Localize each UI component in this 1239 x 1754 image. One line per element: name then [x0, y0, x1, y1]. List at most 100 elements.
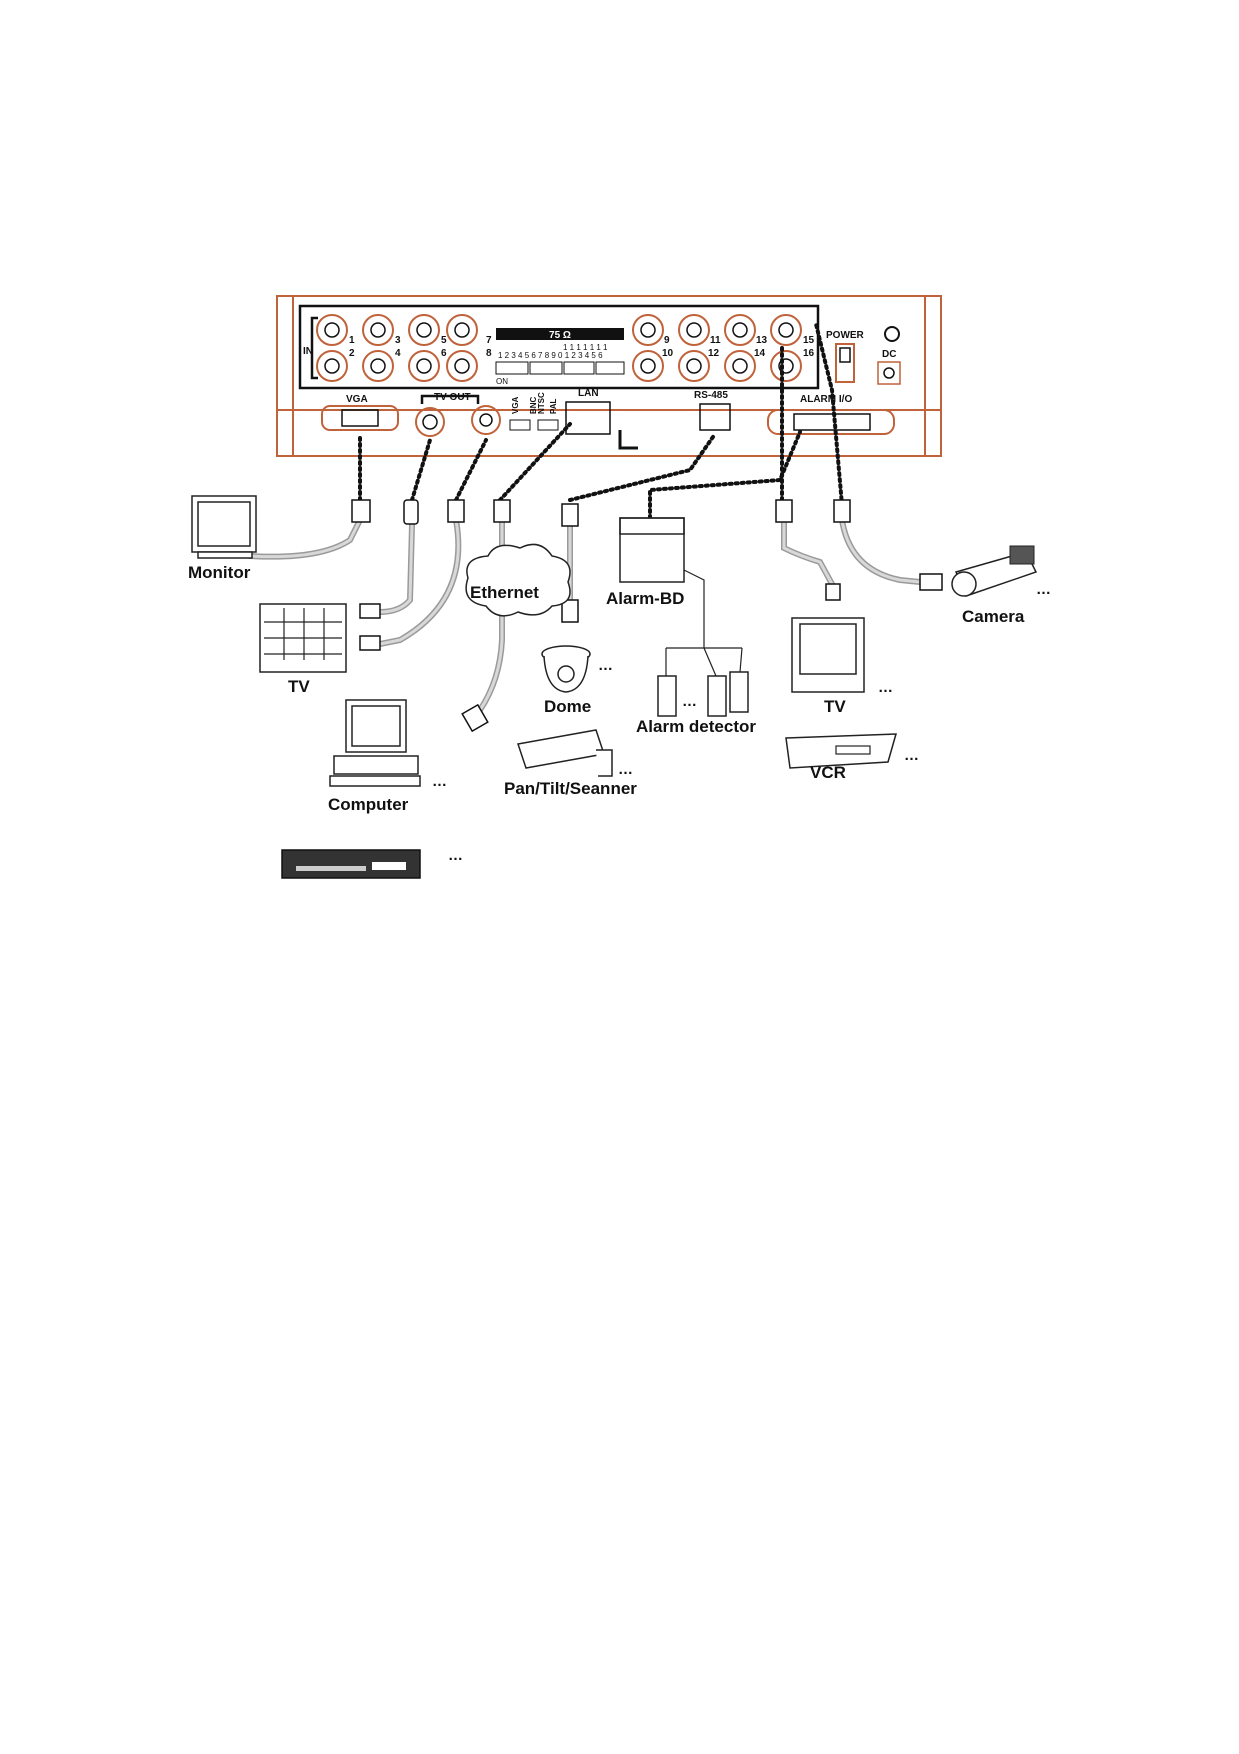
- dome-label: Dome: [544, 697, 591, 716]
- connection-lines: [358, 322, 844, 520]
- input-number-2: 2: [349, 348, 355, 359]
- bnc-plug: [447, 499, 465, 523]
- dc-jack-socket: [883, 367, 895, 379]
- input-number-10: 10: [662, 348, 674, 359]
- tv-left-device: TV: [259, 603, 347, 696]
- vga-bnc-switch[interactable]: [509, 419, 531, 431]
- alarm-detector-icon: [657, 675, 677, 717]
- power-label: POWER: [826, 330, 865, 341]
- panel-input-frame: [298, 304, 820, 390]
- bnc-out-port[interactable]: [471, 405, 501, 435]
- pan-tilt-label: Pan/Tilt/Seanner: [504, 779, 637, 798]
- bnc-input-5[interactable]: [408, 314, 440, 346]
- alarm-io-socket: [793, 413, 871, 431]
- bnc-inputs: [316, 314, 802, 382]
- connection-s-video: [410, 438, 432, 502]
- bnc-input-7[interactable]: [446, 314, 478, 346]
- dip-numbers-row1: 1 1 1 1 1 1 1: [563, 343, 608, 352]
- pan-tilt-device: … Pan/Tilt/Seanner: [504, 729, 637, 798]
- computer-icon: [345, 699, 407, 753]
- s-video-socket: [422, 414, 438, 430]
- impedance-bar: [496, 328, 624, 340]
- dip-switch-bank-2[interactable]: [529, 361, 563, 375]
- dip-switch-bank-1[interactable]: [495, 361, 529, 375]
- rj45-plug-computer: [461, 703, 489, 733]
- in-label: IN: [303, 346, 313, 357]
- input-number-11: 11: [710, 335, 721, 346]
- alarm-detector-ellipsis: …: [682, 693, 697, 710]
- bnc-input-2[interactable]: [316, 350, 348, 382]
- alarm-detector-device: … Alarm detector: [636, 671, 756, 736]
- bnc-input-3[interactable]: [362, 314, 394, 346]
- tv-out-label: TV OUT: [434, 392, 471, 403]
- input-number-16: 16: [803, 348, 815, 359]
- s-video-plug-tv: [359, 603, 381, 619]
- bnc-input-4[interactable]: [362, 350, 394, 382]
- bnc-input-14[interactable]: [724, 350, 756, 382]
- rj45-plug-lan: [493, 499, 511, 523]
- dome-device: … Dome: [541, 645, 613, 716]
- rs485-port[interactable]: [699, 403, 731, 431]
- alarm-bd-label: Alarm-BD: [606, 589, 684, 608]
- bnc-input-10[interactable]: [632, 350, 664, 382]
- ntsc-pal-switch[interactable]: [537, 419, 559, 431]
- connection-lan: [498, 422, 572, 502]
- bnc-plug-video-out: [775, 499, 793, 523]
- alarm-detector-label: Alarm detector: [636, 717, 756, 736]
- dip-numbers-row2: 1 2 3 4 5 6 7 8 9 0 1 2 3 4 5 6: [498, 351, 603, 360]
- bnc-input-8[interactable]: [446, 350, 478, 382]
- bnc-input-13[interactable]: [724, 314, 756, 346]
- input-number-12: 12: [708, 348, 720, 359]
- bnc-out-socket: [479, 413, 493, 427]
- connection-camera-in: [814, 322, 844, 507]
- dip-on-label: ON: [496, 377, 508, 386]
- dip-switch-bank-4[interactable]: [595, 361, 625, 375]
- tv-left-label: TV: [288, 677, 310, 696]
- input-number-7: 7: [486, 335, 492, 346]
- bnc-plug-camera: [833, 499, 851, 523]
- input-number-5: 5: [441, 335, 447, 346]
- ethernet-label: Ethernet: [470, 583, 539, 602]
- alarm-bd-device: Alarm-BD: [606, 517, 743, 677]
- bnc-input-6[interactable]: [408, 350, 440, 382]
- dc-jack[interactable]: [877, 361, 901, 385]
- dc-label: DC: [882, 349, 896, 360]
- vcr-device: … VCR: [785, 733, 919, 782]
- power-switch[interactable]: [835, 343, 855, 383]
- camera-device: … Camera: [951, 545, 1051, 626]
- alarm-board-icon: [619, 517, 685, 583]
- bnc-input-15[interactable]: [770, 314, 802, 346]
- alarm-io-port[interactable]: [767, 409, 895, 435]
- input-number-1: 1: [349, 335, 355, 346]
- cable-tv-svideo: [377, 522, 415, 615]
- tv-right-device: … TV: [791, 617, 893, 716]
- pan-tilt-ellipsis: …: [618, 761, 633, 778]
- vcr-icon: [785, 733, 898, 769]
- bnc-input-9[interactable]: [632, 314, 664, 346]
- input-number-3: 3: [395, 335, 401, 346]
- bnc-input-11[interactable]: [678, 314, 710, 346]
- dome-ellipsis: …: [598, 657, 613, 674]
- bnc-input-1[interactable]: [316, 314, 348, 346]
- connection-rs485: [568, 432, 717, 502]
- alarm-io-label: ALARM I/O: [800, 394, 852, 405]
- rj-plug-dome: [561, 599, 579, 623]
- dvr-ellipsis: …: [448, 847, 463, 864]
- lan-port[interactable]: [565, 401, 611, 435]
- computer-label: Computer: [328, 795, 409, 814]
- monitor-icon: [191, 495, 257, 553]
- input-number-14: 14: [754, 348, 766, 359]
- s-video-out-port[interactable]: [415, 407, 445, 437]
- bnc-input-16[interactable]: [770, 350, 802, 382]
- camera-ellipsis: …: [1036, 581, 1051, 598]
- bnc-input-12[interactable]: [678, 350, 710, 382]
- impedance-label: 75 Ω: [549, 330, 571, 341]
- vga-port[interactable]: [321, 405, 399, 431]
- pan-tilt-icon: [517, 729, 605, 769]
- dip-switch-bank-3[interactable]: [563, 361, 595, 375]
- cables: [247, 517, 923, 713]
- rs485-label: RS-485: [694, 390, 728, 401]
- vga-plug: [351, 499, 371, 523]
- switch-ntsc-label: NTSC: [537, 392, 546, 414]
